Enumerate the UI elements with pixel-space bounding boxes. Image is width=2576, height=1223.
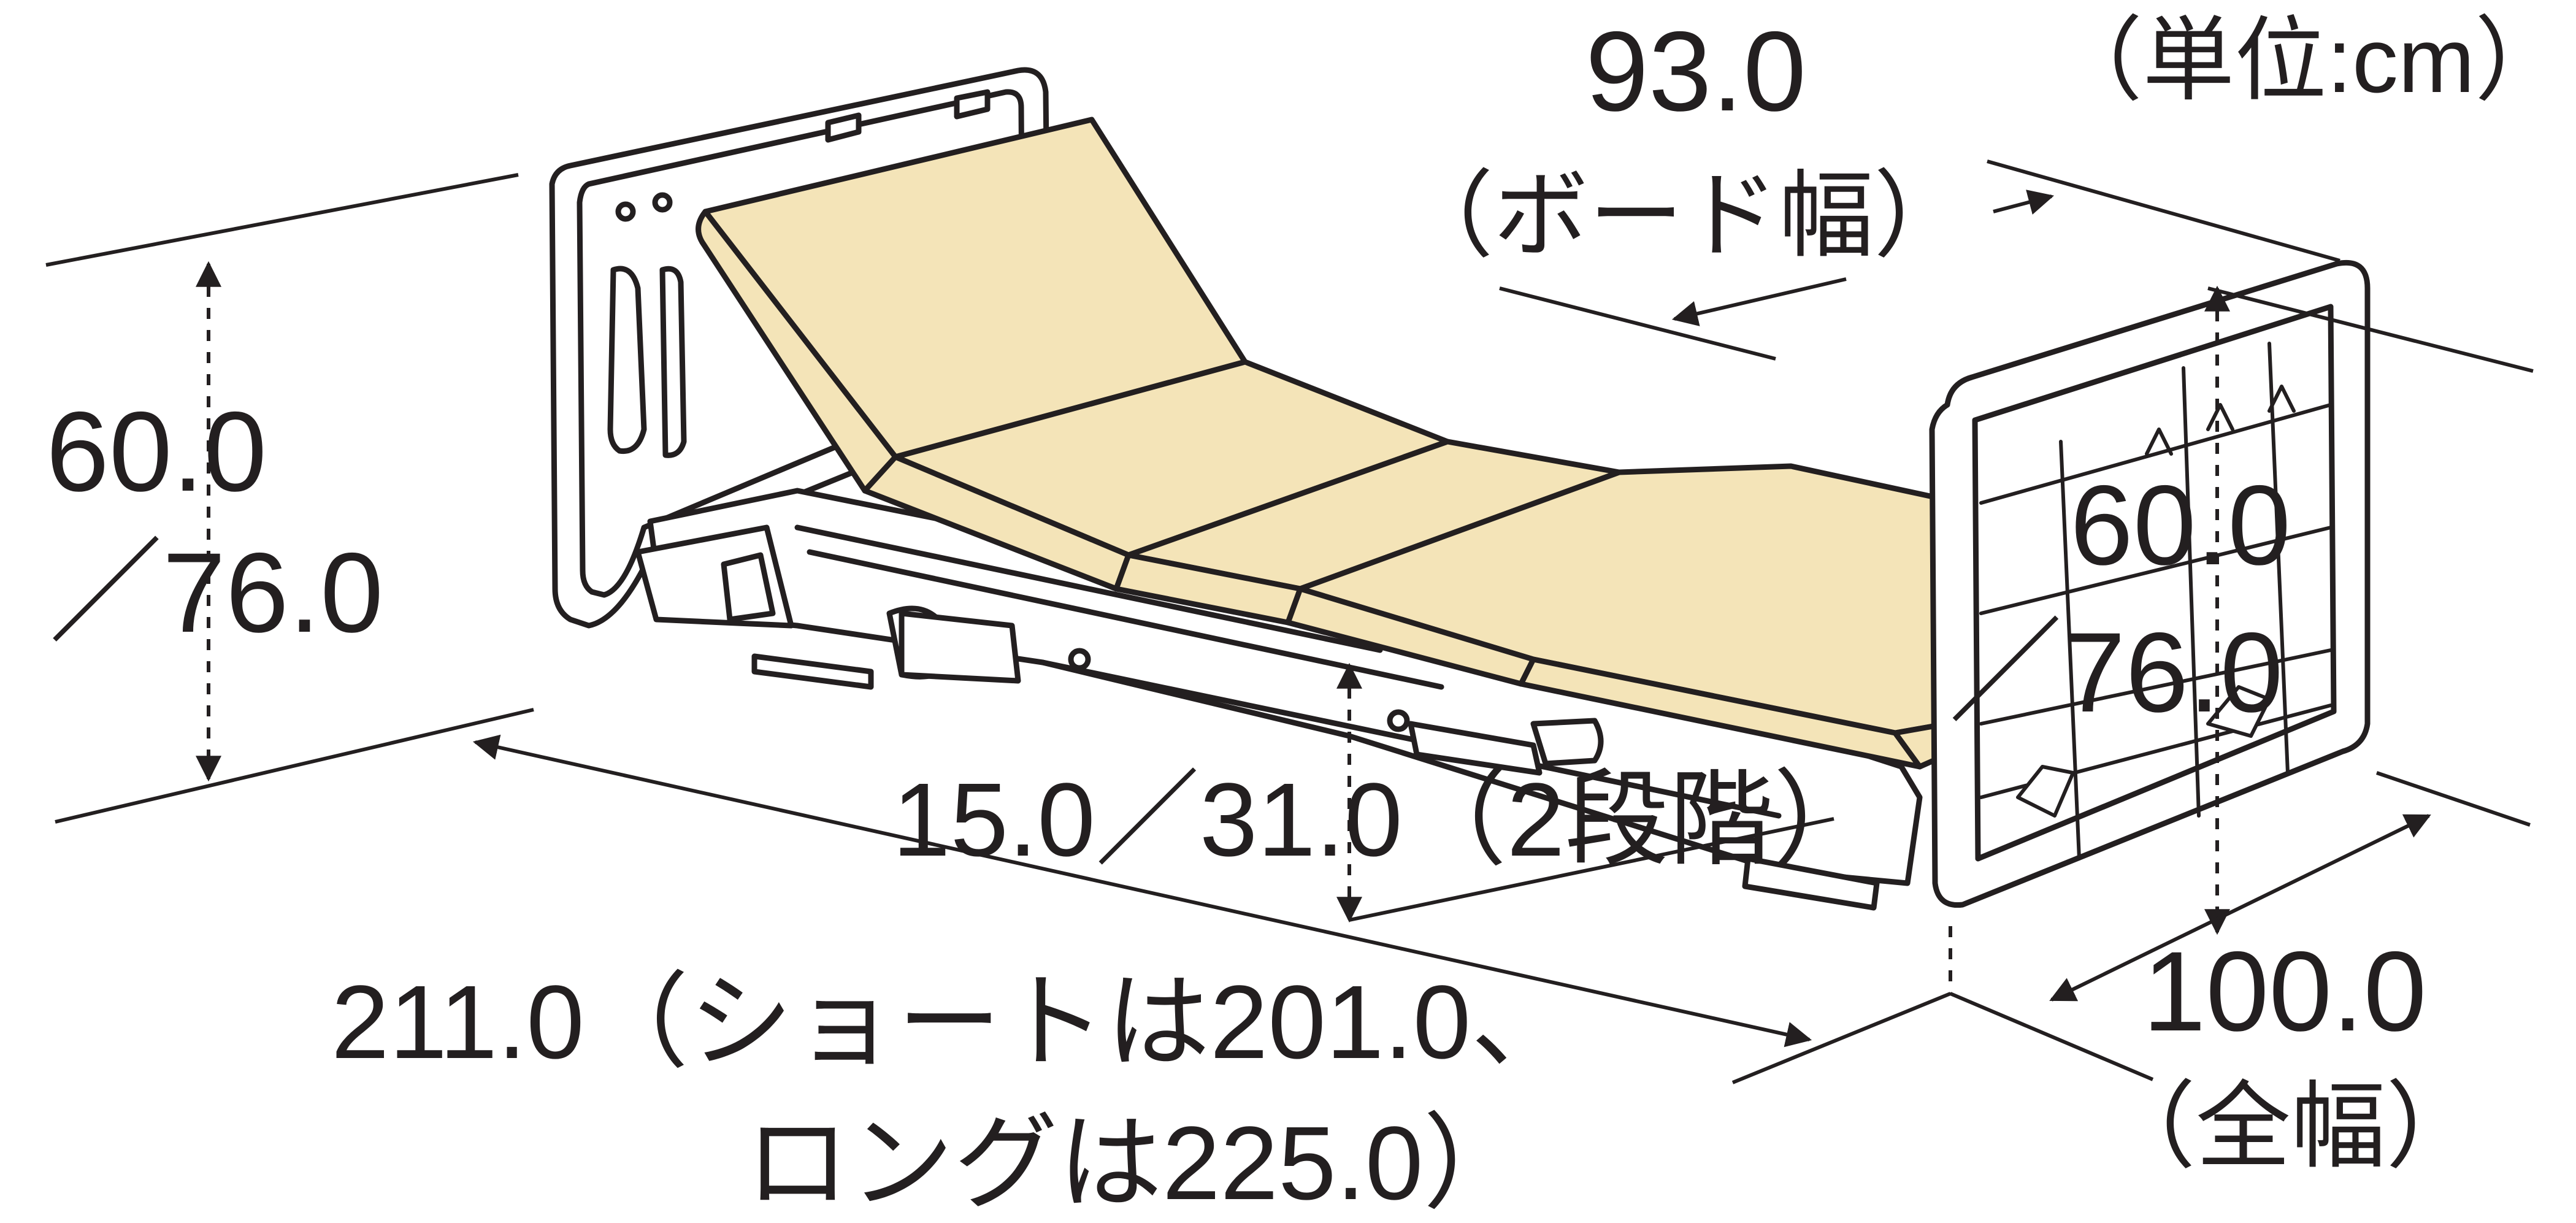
dimension-lines xyxy=(45,159,2534,1084)
headboard-top-extension-line xyxy=(45,173,519,267)
length-extension-right xyxy=(1731,992,1952,1084)
footboard xyxy=(1929,259,2371,908)
total-width-value: 100.0 xyxy=(2143,929,2427,1055)
footboard-height-line2: ／76.0 xyxy=(1949,610,2283,736)
headboard-height-line2: ／76.0 xyxy=(49,530,383,656)
floor-clearance-label: 15.0／31.0（2段階） xyxy=(892,762,1877,878)
board-width-value: 93.0 xyxy=(1585,9,1806,135)
board-width-arrow-right xyxy=(1993,190,2055,215)
board-width-arrow-left xyxy=(1671,277,1847,326)
board-width-label: （ボード幅） xyxy=(1398,163,1969,269)
length-label-line2: ロングは225.0） xyxy=(745,1105,1527,1222)
headboard-height-line1: 60.0 xyxy=(46,389,267,515)
total-width-label: （全幅） xyxy=(2101,1073,2481,1179)
dimension-labels: （単位:cm） 93.0 （ボード幅） 60.0 ／76.0 60.0 ／76.… xyxy=(46,9,2567,1222)
headboard-bottom-extension-line xyxy=(55,708,534,824)
length-dimension-arrow xyxy=(472,734,1812,1048)
board-width-extension-left xyxy=(1499,286,1776,361)
board-width-extension-right xyxy=(1987,159,2340,263)
length-label-line1: 211.0（ショートは201.0、 xyxy=(331,964,1575,1081)
total-width-dimension-arrow xyxy=(2049,814,2431,1002)
mattress xyxy=(696,117,1950,770)
bed-illustration xyxy=(549,67,2371,911)
footboard-height-line1: 60.0 xyxy=(2070,462,2291,589)
unit-label: （単位:cm） xyxy=(2050,9,2567,112)
total-width-extension-right xyxy=(2376,771,2531,827)
footboard-top-extension-line xyxy=(2207,286,2534,373)
total-width-extension-bottom xyxy=(1949,992,2154,1081)
